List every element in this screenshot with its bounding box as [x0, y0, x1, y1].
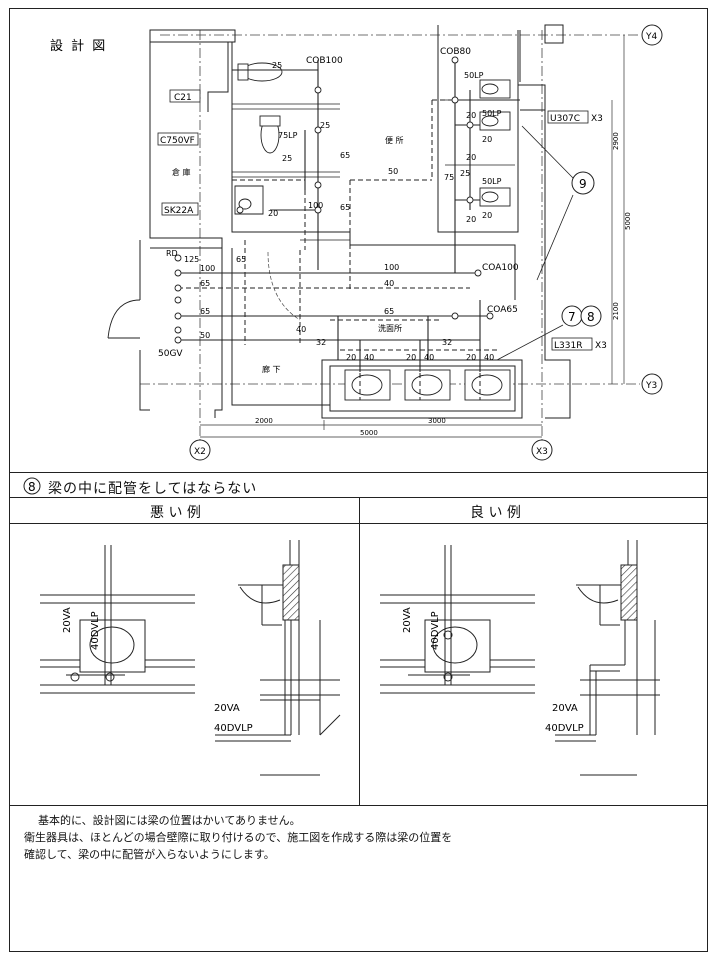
divider — [9, 472, 708, 473]
dimension: 3000 — [428, 417, 446, 425]
pipe-size: 75LP — [278, 131, 298, 140]
pipe-size: 65 — [200, 279, 210, 288]
divider — [9, 523, 708, 524]
pipe-size: 50LP — [482, 177, 502, 186]
pipe-size: 40 — [364, 353, 374, 362]
pipe-size: 40 — [384, 279, 394, 288]
fixture-u307c-qty: X3 — [591, 114, 603, 124]
divider — [9, 497, 708, 498]
pipe-size: 25 — [272, 61, 282, 70]
dimension: 2100 — [612, 302, 620, 320]
fixture-l331r: L331R — [554, 341, 582, 351]
pipe-size: 20 — [466, 153, 476, 162]
valve-gv: 50GV — [158, 349, 183, 359]
fixture-u307c: U307C — [550, 114, 580, 124]
dimension: 5000 — [360, 429, 378, 437]
pipe-size: 20 — [466, 353, 476, 362]
grid-label-x3: X3 — [536, 447, 548, 457]
pipe-size: 25 — [460, 169, 470, 178]
note-line: 確認して、梁の中に配管が入らないようにします。 — [24, 848, 275, 861]
bad-example-title: 悪 い 例 — [150, 505, 201, 521]
fixture-c21: C21 — [174, 93, 192, 103]
pipe-size: 50LP — [482, 109, 502, 118]
pipe-size: 65 — [384, 307, 394, 316]
room-storage: 倉 庫 — [172, 167, 191, 177]
fixture-l331r-qty: X3 — [595, 341, 607, 351]
plan-title: 設 計 図 — [50, 38, 107, 54]
pipe-size: 50 — [200, 331, 210, 340]
note-line: 衛生器具は、ほとんどの場合壁際に取り付けるので、施工図を作成する際は梁の位置を — [24, 831, 453, 844]
pipe-size: 20 — [346, 353, 356, 362]
pipe-size: 20 — [466, 215, 476, 224]
valve-coa65: COA65 — [487, 305, 518, 315]
callout-8: 8 — [587, 310, 595, 324]
pipe-size: 25 — [282, 154, 292, 163]
callout-9: 9 — [579, 177, 587, 191]
valve-cob80: COB80 — [440, 47, 471, 57]
label-20va: 20VA — [62, 607, 73, 633]
valve-cob100: COB100 — [306, 56, 343, 66]
room-toilet: 便 所 — [385, 135, 404, 145]
grid-label-x2: X2 — [194, 447, 206, 457]
pipe-size: 40 — [424, 353, 434, 362]
pipe-size: 100 — [200, 264, 215, 273]
label-40dvlp: 40DVLP — [430, 611, 441, 650]
room-washroom: 洗面所 — [378, 323, 402, 333]
fixture-sk22a: SK22A — [164, 206, 194, 216]
pipe-size: 32 — [316, 338, 326, 347]
pipe-size: 65 — [340, 151, 350, 160]
pipe-size: 100 — [384, 263, 399, 272]
pipe-size: 20 — [482, 135, 492, 144]
pipe-size: 50 — [388, 167, 398, 176]
pipe-size: 20 — [482, 211, 492, 220]
label-40dvlp: 40DVLP — [214, 723, 253, 734]
fixture-c750vf: C750VF — [160, 136, 195, 146]
grid-label-y4: Y4 — [645, 32, 657, 42]
pipe-size: 20 — [406, 353, 416, 362]
pipe-size: 25 — [320, 121, 330, 130]
label-20va: 20VA — [552, 703, 578, 714]
section-number: 8 — [28, 480, 36, 494]
pipe-size: 32 — [442, 338, 452, 347]
pipe-size: 20 — [466, 111, 476, 120]
pipe-size: 65 — [200, 307, 210, 316]
pipe-size: 40 — [296, 325, 306, 334]
divider — [9, 805, 708, 806]
label-20va: 20VA — [214, 703, 240, 714]
room-corridor: 廊 下 — [262, 364, 281, 374]
pipe-size: 20 — [268, 209, 278, 218]
grid-label-y3: Y3 — [645, 381, 657, 391]
pipe-size: 65 — [340, 203, 350, 212]
dimension: 5000 — [624, 212, 632, 230]
section-heading: 梁の中に配管をしてはならない — [48, 481, 258, 497]
pipe-size: 65 — [236, 255, 246, 264]
callout-7: 7 — [568, 310, 576, 324]
dimension: 2900 — [612, 132, 620, 150]
pipe-size: 125 — [184, 255, 199, 264]
note-line: 基本的に、設計図には梁の位置はかいてありません。 — [38, 814, 301, 827]
valve-rd: RD — [166, 249, 178, 258]
good-example-title: 良 い 例 — [470, 505, 521, 521]
pipe-size: 40 — [484, 353, 494, 362]
valve-coa100: COA100 — [482, 263, 519, 273]
divider — [359, 497, 360, 805]
label-40dvlp: 40DVLP — [545, 723, 584, 734]
label-40dvlp: 40DVLP — [90, 611, 101, 650]
pipe-size: 100 — [308, 201, 323, 210]
dimension: 2000 — [255, 417, 273, 425]
pipe-size: 75 — [444, 173, 454, 182]
page-frame — [9, 8, 708, 952]
label-20va: 20VA — [402, 607, 413, 633]
pipe-size: 50LP — [464, 71, 484, 80]
